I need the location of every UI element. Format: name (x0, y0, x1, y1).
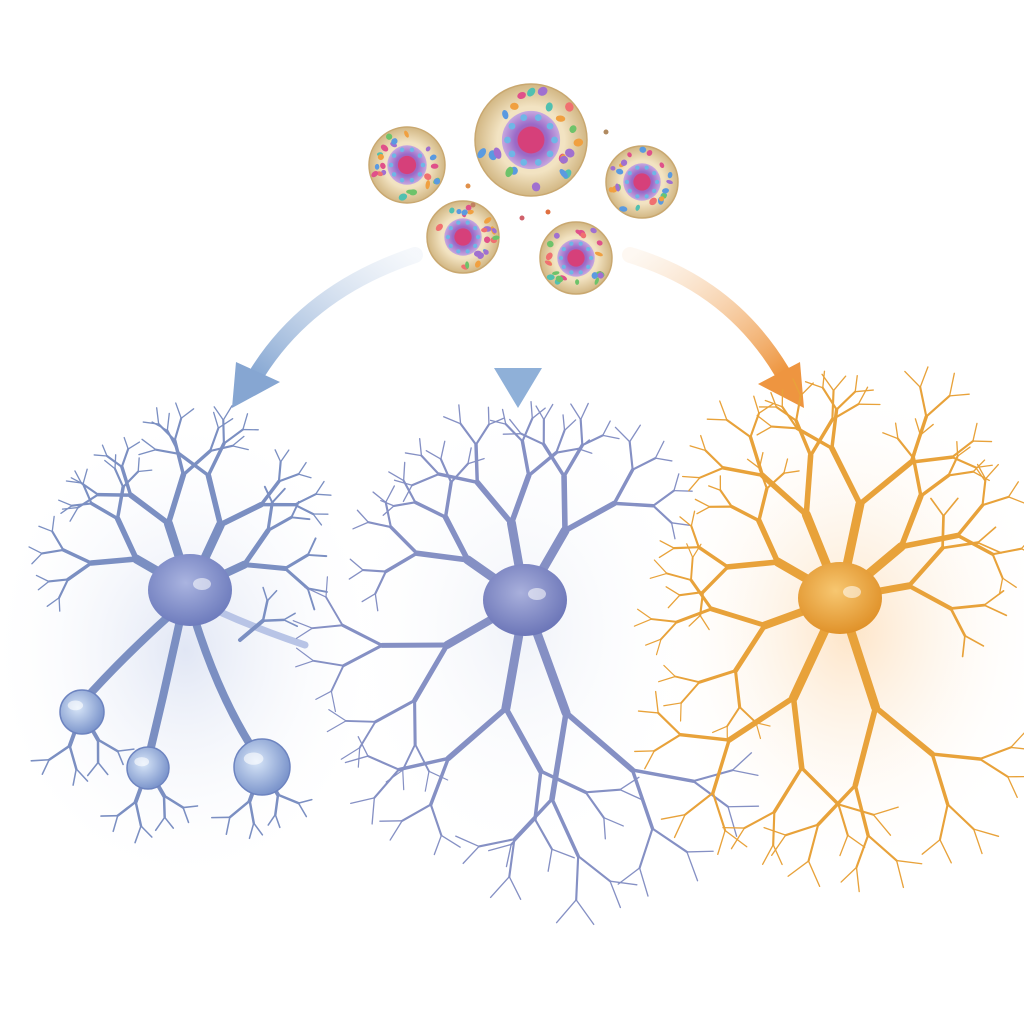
debris-dot (603, 129, 609, 135)
myelin-bulb (233, 738, 291, 796)
left-glow (0, 410, 385, 890)
soma-highlight (843, 586, 861, 598)
arrow-center (494, 254, 542, 408)
debris-dot (545, 209, 551, 215)
soma (798, 562, 882, 634)
myelin-bulb (126, 746, 170, 790)
stem-cell (539, 221, 613, 295)
soma (483, 564, 567, 636)
soma-highlight (528, 588, 546, 600)
soma (148, 554, 232, 626)
arrow-left (232, 247, 423, 408)
stem-cell (474, 83, 588, 197)
arrow-right (622, 247, 804, 408)
stem-cell (605, 145, 679, 219)
debris-dot (519, 215, 525, 221)
stem-cell (368, 126, 446, 204)
neuron-left (28, 402, 332, 844)
stem-cell (426, 200, 500, 274)
axon (216, 608, 309, 649)
neuron-center (292, 401, 760, 926)
debris-dot (465, 183, 471, 189)
stem-cell-cluster (368, 83, 679, 295)
myelin-bulb (59, 689, 105, 735)
soma-highlight (193, 578, 211, 590)
process (144, 619, 184, 761)
neuron-right (633, 366, 1024, 893)
debris-dot (470, 202, 476, 208)
